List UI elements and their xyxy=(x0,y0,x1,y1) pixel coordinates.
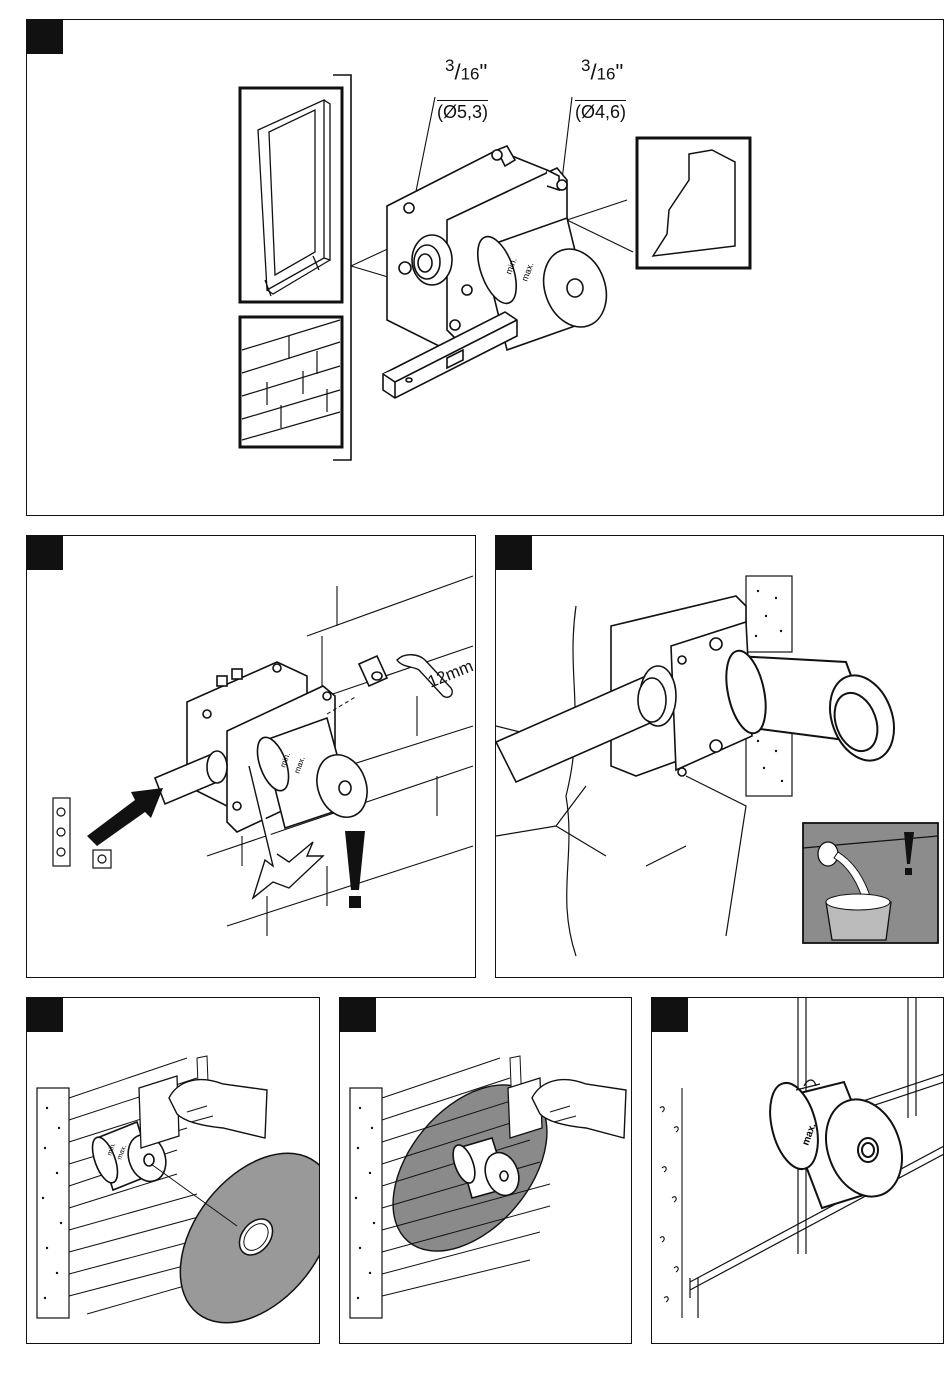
insert-arrow xyxy=(87,788,163,846)
step-4-panel: min. max. xyxy=(26,997,320,1344)
step-6-illustration: max. xyxy=(652,998,944,1344)
mounting-frame-box xyxy=(240,88,342,302)
dimension-a-fraction: 3/16" xyxy=(445,56,487,85)
dimension-a-metric: (Ø5,3) xyxy=(437,100,488,123)
step-2-panel: min. max. 12mm xyxy=(26,535,476,978)
warning-exclamation-icon xyxy=(345,831,365,890)
dimension-b-metric: (Ø4,6) xyxy=(575,100,626,123)
step-4-illustration: min. max. xyxy=(27,998,320,1344)
step-1-illustration: min. max. xyxy=(27,20,944,516)
step-2-illustration: min. max. xyxy=(27,536,476,978)
step-6-panel: max. xyxy=(651,997,944,1344)
step-3-illustration xyxy=(496,536,944,978)
step-5-panel xyxy=(339,997,632,1344)
brick-wall-box xyxy=(240,317,342,447)
dimension-b-fraction: 3/16" xyxy=(581,56,623,85)
step-1-panel: min. max. 3/16" (Ø5,3) 3/16" (Ø4,6) xyxy=(26,19,944,516)
step-5-illustration xyxy=(340,998,632,1344)
cover-rosette xyxy=(149,1124,320,1344)
step-3-panel xyxy=(495,535,944,978)
